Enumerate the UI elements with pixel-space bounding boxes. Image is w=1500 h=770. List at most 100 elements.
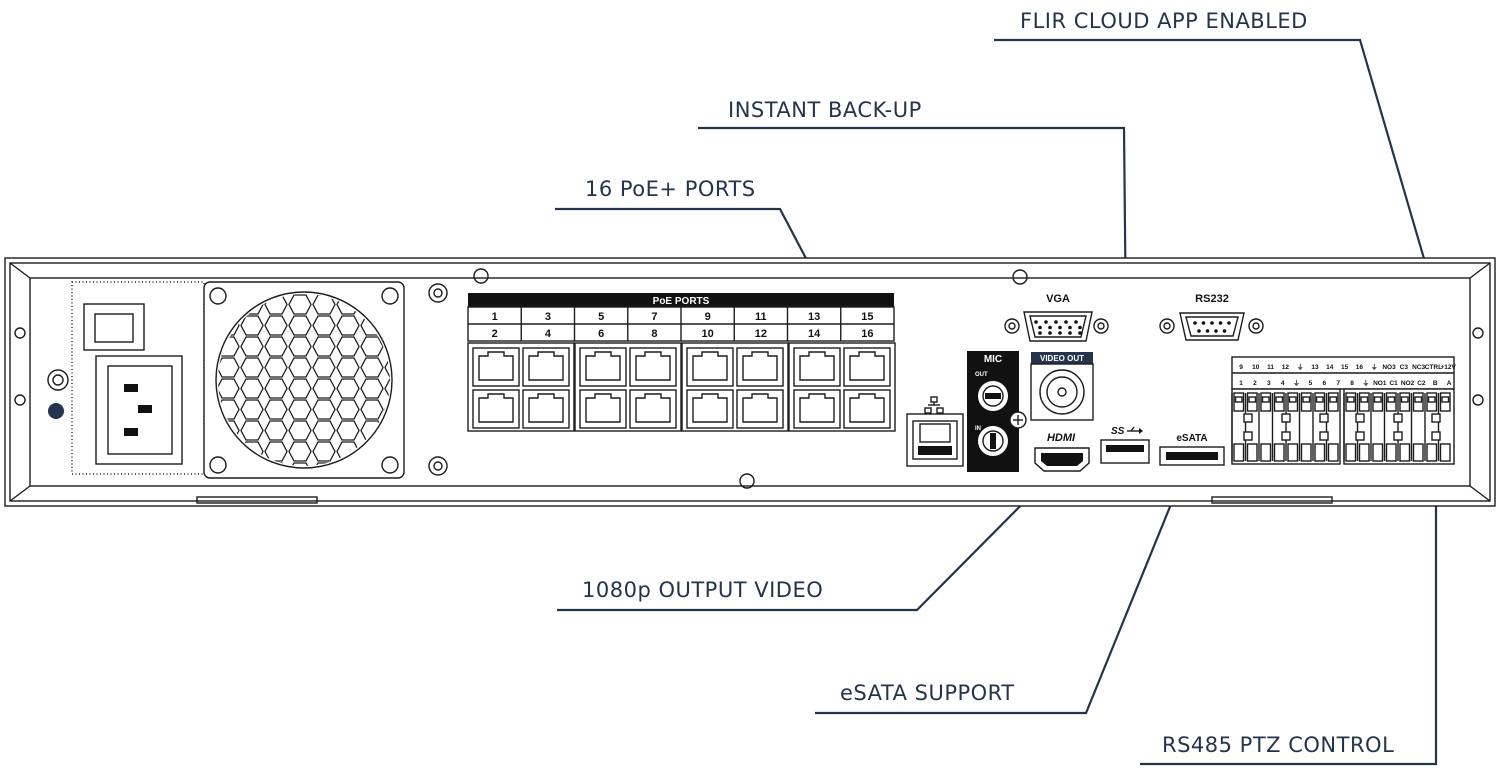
poe-port[interactable] bbox=[793, 389, 841, 429]
poe-port-number: 15 bbox=[861, 311, 873, 323]
power-led bbox=[48, 403, 64, 419]
terminal-label: 1 bbox=[1239, 380, 1243, 387]
vga-port: VGA bbox=[1004, 293, 1109, 342]
terminal-label: ⏚ bbox=[1371, 363, 1378, 371]
terminal-pin[interactable] bbox=[1244, 392, 1258, 462]
terminal-pin[interactable] bbox=[1383, 392, 1397, 462]
video-out-port: VIDEO OUT bbox=[1030, 352, 1094, 421]
terminal-label: 8 bbox=[1350, 380, 1354, 387]
terminal-pin[interactable] bbox=[1370, 392, 1384, 462]
poe-port-number: 13 bbox=[808, 311, 820, 323]
rs232-port: RS232 bbox=[1159, 293, 1264, 341]
leader-esata-support bbox=[815, 464, 1189, 715]
terminal-label: 4 bbox=[1281, 380, 1285, 387]
terminal-label: NO3 bbox=[1382, 364, 1396, 371]
mic-label: MIC bbox=[984, 354, 1002, 365]
poe-port-number: 16 bbox=[861, 328, 873, 340]
poe-port[interactable] bbox=[579, 347, 627, 387]
terminal-pin[interactable] bbox=[1437, 392, 1451, 462]
terminal-label: 9 bbox=[1239, 364, 1243, 371]
leader-rs485 bbox=[1140, 395, 1438, 766]
poe-port[interactable] bbox=[472, 389, 520, 429]
terminal-label: 11 bbox=[1267, 364, 1274, 371]
terminal-label: NO1 bbox=[1373, 380, 1387, 387]
fan bbox=[203, 281, 405, 479]
terminal-label: C2 bbox=[1417, 380, 1426, 387]
terminal-label: A bbox=[1447, 380, 1452, 387]
terminal-pin[interactable] bbox=[1231, 392, 1245, 462]
poe-port-number: 7 bbox=[651, 311, 657, 323]
terminal-label: 12 bbox=[1282, 364, 1290, 371]
terminal-pin[interactable] bbox=[1312, 392, 1326, 462]
poe-port-number: 9 bbox=[705, 311, 711, 323]
terminal-label: 2 bbox=[1253, 380, 1257, 387]
poe-port[interactable] bbox=[472, 347, 520, 387]
screw bbox=[428, 456, 448, 476]
terminal-pin[interactable] bbox=[1271, 392, 1285, 462]
poe-port-number: 11 bbox=[755, 311, 767, 323]
terminal-label: ⏚ bbox=[1297, 363, 1304, 371]
terminal-label: C1 bbox=[1389, 380, 1398, 387]
poe-port-number: 1 bbox=[492, 311, 498, 323]
terminal-pin[interactable] bbox=[1325, 392, 1339, 462]
terminal-label: 15 bbox=[1341, 364, 1349, 371]
poe-port-number: 10 bbox=[702, 328, 714, 340]
poe-port[interactable] bbox=[686, 347, 734, 387]
callout-esata-support: eSATA SUPPORT bbox=[840, 681, 1015, 705]
terminal-label: 10 bbox=[1252, 364, 1260, 371]
terminal-pin[interactable] bbox=[1397, 392, 1411, 462]
terminal-label: 16 bbox=[1356, 364, 1364, 371]
screw bbox=[428, 283, 448, 303]
terminal-pin[interactable] bbox=[1424, 392, 1438, 462]
lan-port bbox=[906, 396, 964, 467]
poe-port[interactable] bbox=[843, 389, 891, 429]
poe-port-number: 5 bbox=[598, 311, 604, 323]
poe-port[interactable] bbox=[686, 389, 734, 429]
poe-port-number: 4 bbox=[545, 328, 552, 340]
terminal-label: B bbox=[1433, 380, 1438, 387]
poe-port-number: 8 bbox=[651, 328, 657, 340]
terminal-pin[interactable] bbox=[1356, 392, 1370, 462]
power-section bbox=[47, 281, 205, 475]
poe-port-number: 2 bbox=[492, 328, 498, 340]
poe-port[interactable] bbox=[629, 389, 677, 429]
terminal-label: 7 bbox=[1336, 380, 1340, 387]
usb-icon bbox=[1127, 426, 1143, 434]
ground-screw bbox=[47, 369, 69, 391]
poe-header: PoE PORTS bbox=[653, 296, 710, 307]
poe-port-number: 14 bbox=[808, 328, 821, 340]
usb-port: SS bbox=[1100, 426, 1150, 464]
vga-label: VGA bbox=[1046, 293, 1070, 305]
terminal-pin[interactable] bbox=[1343, 392, 1357, 462]
poe-port[interactable] bbox=[843, 347, 891, 387]
terminal-pin[interactable] bbox=[1258, 392, 1272, 462]
callout-rs485: RS485 PTZ CONTROL bbox=[1162, 733, 1394, 757]
poe-port[interactable] bbox=[736, 389, 784, 429]
leader-flir-cloud bbox=[994, 38, 1427, 263]
usb-label: SS bbox=[1111, 426, 1125, 437]
poe-port[interactable] bbox=[522, 347, 570, 387]
terminal-label: ⏚ bbox=[1363, 379, 1370, 387]
poe-port-number: 6 bbox=[598, 328, 604, 340]
terminal-label: 13 bbox=[1311, 364, 1319, 371]
terminal-label: 5 bbox=[1309, 380, 1313, 387]
poe-port[interactable] bbox=[736, 347, 784, 387]
terminal-pin[interactable] bbox=[1285, 392, 1299, 462]
poe-port[interactable] bbox=[629, 347, 677, 387]
ac-power-inlet bbox=[95, 355, 183, 465]
network-icon bbox=[924, 396, 944, 414]
terminal-pin[interactable] bbox=[1410, 392, 1424, 462]
terminal-label: +12V bbox=[1441, 364, 1457, 371]
callout-instant-backup: INSTANT BACK-UP bbox=[728, 98, 922, 122]
video-out-label: VIDEO OUT bbox=[1040, 354, 1084, 363]
terminal-pin[interactable] bbox=[1298, 392, 1312, 462]
poe-port[interactable] bbox=[793, 347, 841, 387]
poe-port[interactable] bbox=[579, 389, 627, 429]
esata-port: eSATA bbox=[1159, 433, 1225, 466]
terminal-label: 6 bbox=[1322, 380, 1326, 387]
poe-port[interactable] bbox=[522, 389, 570, 429]
rs232-label: RS232 bbox=[1195, 293, 1229, 305]
poe-port-number: 3 bbox=[545, 311, 551, 323]
